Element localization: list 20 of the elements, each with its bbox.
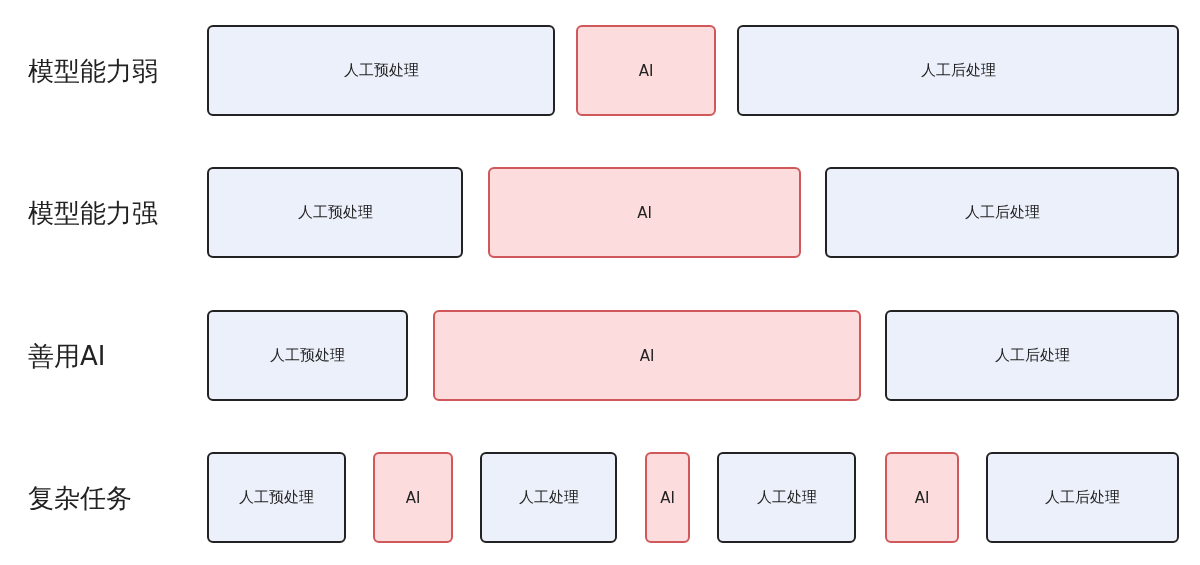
ai-step-box: AI (885, 452, 959, 543)
manual-step-box: 人工后处理 (737, 25, 1179, 116)
ai-step-box: AI (645, 452, 690, 543)
manual-step-box: 人工预处理 (207, 167, 463, 258)
ai-step-box: AI (576, 25, 716, 116)
ai-step-box: AI (488, 167, 801, 258)
row-label: 模型能力弱 (28, 54, 158, 88)
manual-step-box: 人工处理 (717, 452, 856, 543)
ai-step-box: AI (433, 310, 861, 401)
manual-step-box: 人工处理 (480, 452, 617, 543)
manual-step-box: 人工后处理 (825, 167, 1179, 258)
row-label: 善用AI (28, 339, 106, 373)
manual-step-box: 人工后处理 (986, 452, 1179, 543)
row-label: 复杂任务 (28, 481, 132, 515)
manual-step-box: 人工后处理 (885, 310, 1179, 401)
manual-step-box: 人工预处理 (207, 310, 408, 401)
manual-step-box: 人工预处理 (207, 452, 346, 543)
manual-step-box: 人工预处理 (207, 25, 555, 116)
ai-step-box: AI (373, 452, 453, 543)
row-label: 模型能力强 (28, 196, 158, 230)
